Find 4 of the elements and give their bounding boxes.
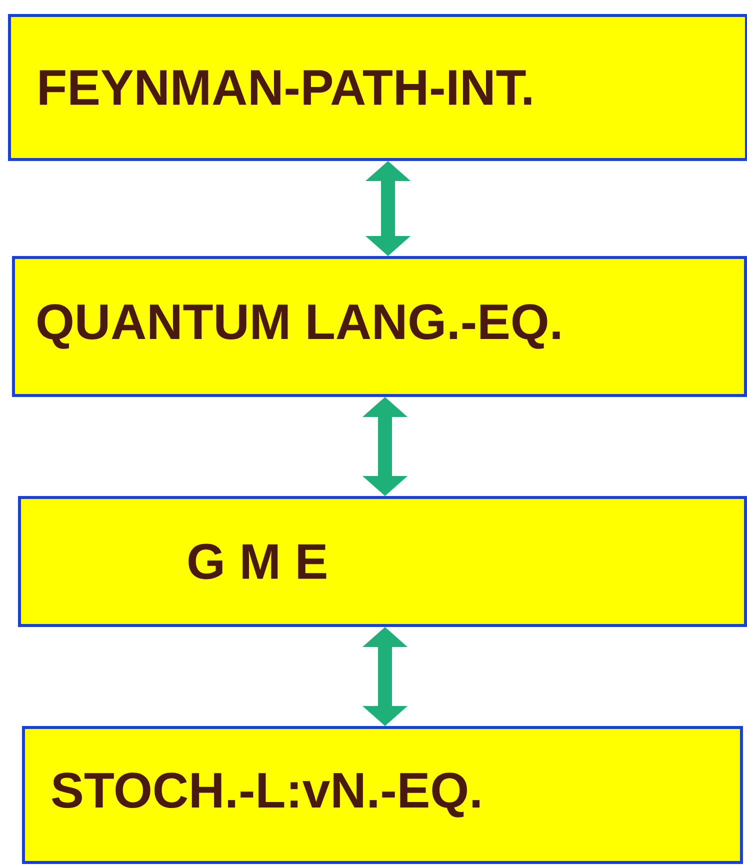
text-box: FEYNMAN-PATH-INT. — [8, 14, 747, 161]
text-box: G M E — [18, 496, 747, 627]
text-box: STOCH.-L:vN.-EQ. — [22, 726, 743, 864]
text-box: QUANTUM LANG.-EQ. — [12, 256, 747, 397]
